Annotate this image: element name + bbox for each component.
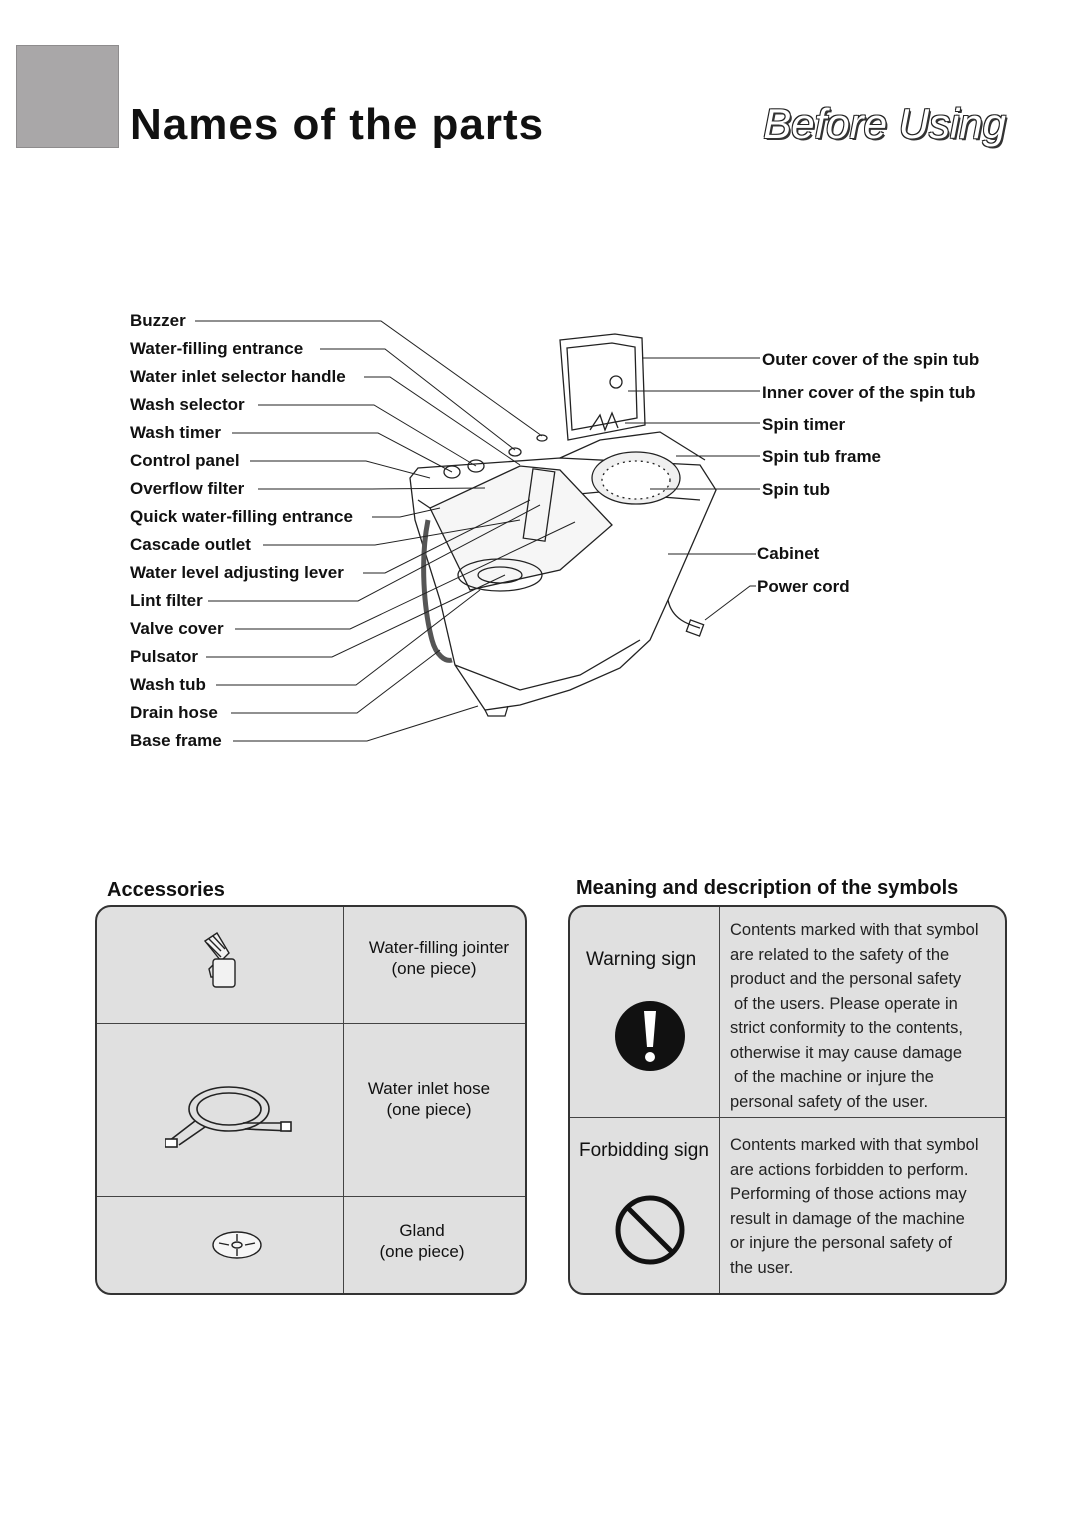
description-line: Contents marked with that symbol xyxy=(730,1136,979,1154)
warning-description: Contents marked with that symbol are rel… xyxy=(730,918,1000,1114)
label-overflow-filter: Overflow filter xyxy=(130,479,245,498)
label-control-panel: Control panel xyxy=(130,451,240,470)
description-line: Contents marked with that symbol xyxy=(730,921,979,939)
accessories-table: Water-filling jointer (one piece) Water … xyxy=(95,905,527,1295)
water-inlet-hose-icon xyxy=(164,1079,293,1156)
warning-exclamation-icon xyxy=(613,999,687,1078)
label-wash-selector: Wash selector xyxy=(130,395,245,414)
warning-sign-label: Warning sign xyxy=(586,949,697,970)
label-pulsator: Pulsator xyxy=(130,647,199,666)
label-inner-cover-spin-tub: Inner cover of the spin tub xyxy=(762,383,976,402)
label-valve-cover: Valve cover xyxy=(130,619,224,638)
accessory-name: Water-filling jointer xyxy=(368,938,510,957)
description-line: personal safety of the user. xyxy=(730,1092,929,1111)
accessory-name: Gland xyxy=(399,1221,445,1240)
description-line: the user. xyxy=(730,1258,794,1277)
description-line: are related to the safety of the xyxy=(730,945,950,964)
accessory-qty: (one piece) xyxy=(386,1100,472,1119)
description-line: of the machine or injure the xyxy=(734,1068,934,1086)
label-spin-timer: Spin timer xyxy=(762,415,846,434)
description-line: Performing of those actions may xyxy=(730,1185,967,1203)
description-line: or injure the personal safety of xyxy=(730,1234,952,1252)
table-divider xyxy=(97,1196,525,1197)
label-power-cord: Power cord xyxy=(757,577,850,596)
label-wash-tub: Wash tub xyxy=(130,675,206,694)
label-outer-cover-spin-tub: Outer cover of the spin tub xyxy=(762,350,980,369)
label-water-filling-entrance: Water-filling entrance xyxy=(130,339,304,358)
forbidding-description: Contents marked with that symbol are act… xyxy=(730,1133,1000,1280)
label-spin-tub-frame: Spin tub frame xyxy=(762,447,882,466)
description-line: of the users. Please operate in xyxy=(734,994,958,1013)
section-tag: Before Using xyxy=(763,100,1006,147)
label-cabinet: Cabinet xyxy=(757,544,820,563)
label-water-level-adjusting-lever: Water level adjusting lever xyxy=(130,563,344,582)
label-wash-timer: Wash timer xyxy=(130,423,222,442)
label-buzzer: Buzzer xyxy=(130,311,186,330)
label-water-inlet-selector-handle: Water inlet selector handle xyxy=(130,367,346,386)
washing-machine-diagram xyxy=(195,320,760,742)
page-title: Names of the parts xyxy=(130,100,545,149)
header-gray-square xyxy=(16,45,119,148)
symbols-table: Warning sign Contents marked with that s… xyxy=(568,905,1007,1295)
table-divider xyxy=(719,907,720,1293)
label-lint-filter: Lint filter xyxy=(130,591,203,610)
label-spin-tub: Spin tub xyxy=(762,480,830,499)
gland-icon xyxy=(211,1229,263,1266)
accessory-name: Water inlet hose xyxy=(367,1079,491,1098)
description-line: otherwise it may cause damage xyxy=(730,1043,963,1062)
description-line: product and the personal safety xyxy=(730,970,962,988)
prohibition-icon xyxy=(614,1194,686,1271)
label-cascade-outlet: Cascade outlet xyxy=(130,535,251,554)
description-line: are actions forbidden to perform. xyxy=(730,1160,969,1179)
water-filling-jointer-icon xyxy=(197,931,243,998)
accessory-qty: (one piece) xyxy=(391,959,477,978)
label-quick-water-filling-entrance: Quick water-filling entrance xyxy=(130,507,353,526)
spin-tub-lid xyxy=(559,333,646,441)
description-line: result in damage of the machine xyxy=(730,1209,965,1228)
label-base-frame: Base frame xyxy=(130,731,222,750)
label-drain-hose: Drain hose xyxy=(130,703,218,722)
table-divider xyxy=(97,1023,525,1024)
description-line: strict conformity to the contents, xyxy=(730,1019,963,1037)
accessories-heading: Accessories xyxy=(107,879,225,901)
symbols-heading: Meaning and description of the symbols xyxy=(576,877,959,899)
accessory-qty: (one piece) xyxy=(379,1242,465,1261)
forbidding-sign-label: Forbidding sign xyxy=(579,1140,709,1161)
table-divider xyxy=(343,907,344,1293)
table-divider xyxy=(570,1117,1005,1118)
